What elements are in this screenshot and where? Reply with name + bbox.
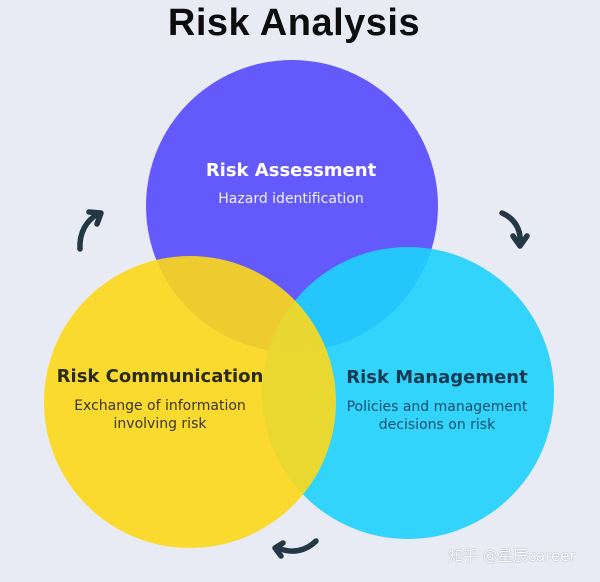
risk-communication-title: Risk Communication bbox=[56, 366, 264, 387]
arrow-bottom-icon bbox=[272, 538, 319, 559]
arrow-upper-right-icon bbox=[499, 210, 530, 249]
label-risk-communication: Risk Communication Exchange of informati… bbox=[44, 366, 276, 433]
risk-management-title: Risk Management bbox=[346, 367, 528, 388]
risk-communication-subtitle: Exchange of information involving risk bbox=[44, 397, 276, 433]
risk-assessment-title: Risk Assessment bbox=[205, 160, 377, 181]
risk-communication-subtitle-line-1: Exchange of information bbox=[74, 398, 246, 414]
risk-management-subtitle-line-1: Policies and management bbox=[346, 399, 528, 415]
circle-risk-communication bbox=[44, 256, 336, 548]
diagram-title: Risk Analysis bbox=[167, 2, 421, 44]
watermark: 知乎 @星辰career bbox=[448, 547, 576, 565]
risk-management-subtitle: Policies and management decisions on ris… bbox=[330, 398, 544, 434]
risk-management-subtitle-line-2: decisions on risk bbox=[378, 417, 496, 433]
risk-communication-subtitle-line-2: involving risk bbox=[113, 416, 207, 432]
circle-risk-management bbox=[262, 247, 554, 539]
arrow-upper-left-icon bbox=[77, 209, 104, 252]
label-risk-assessment: Risk Assessment Hazard identification bbox=[180, 160, 402, 208]
risk-assessment-subtitle: Hazard identification bbox=[218, 191, 364, 207]
label-risk-management: Risk Management Policies and management … bbox=[330, 367, 544, 434]
